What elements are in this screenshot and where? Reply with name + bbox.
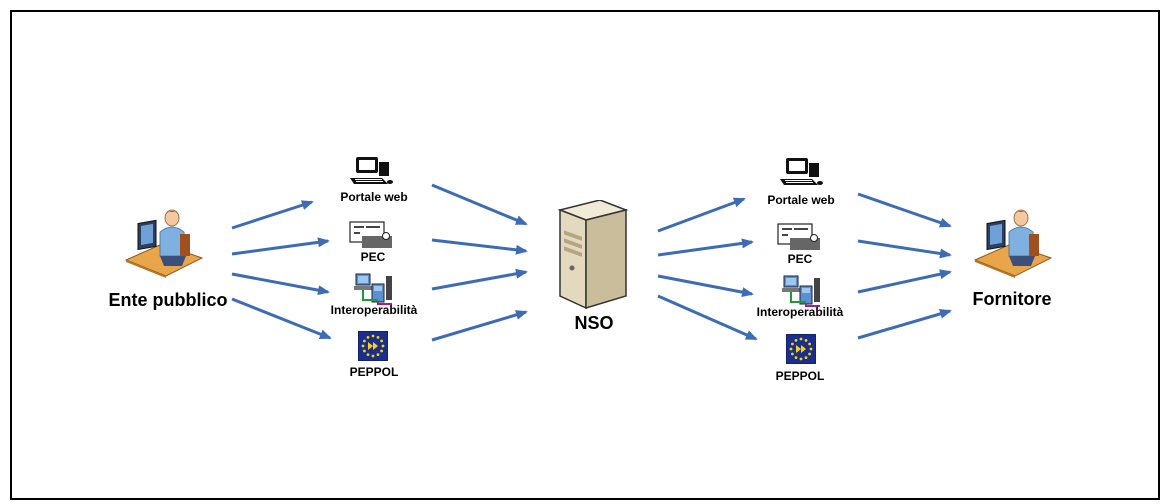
arrow-nso-to-peppol — [657, 294, 758, 341]
arrow-ente-to-interop — [231, 272, 330, 296]
left-channel-label: Interoperabilità — [330, 303, 418, 317]
hub-label: NSO — [574, 313, 614, 333]
arrow-ente-to-pec — [231, 237, 330, 256]
arrow-ente-to-portale — [231, 200, 314, 230]
certified-email-icon — [349, 221, 393, 249]
left-channel-label: Portale web — [340, 190, 408, 204]
arrow-interop-to-fornitore — [857, 269, 952, 294]
eu-flag-icon — [358, 331, 388, 361]
right-channel-label: PEPPOL — [775, 369, 825, 383]
arrow-portale-to-fornitore — [857, 192, 952, 228]
arrow-peppol-to-nso — [431, 310, 528, 342]
person-at-computer-icon — [974, 209, 1052, 278]
person-at-computer-icon — [125, 209, 203, 278]
right-channel-label: PEC — [787, 252, 813, 266]
arrow-ente-to-peppol — [231, 297, 332, 340]
arrow-nso-to-pec — [657, 238, 754, 257]
arrow-pec-to-fornitore — [857, 239, 952, 259]
arrow-portale-to-nso — [431, 183, 528, 226]
right-channel-label: Portale web — [767, 193, 835, 207]
arrow-peppol-to-fornitore — [857, 309, 952, 340]
arrow-nso-to-interop — [657, 274, 754, 298]
left-channel-label: PEPPOL — [349, 365, 399, 379]
eu-flag-icon — [786, 334, 816, 364]
arrow-pec-to-nso — [431, 238, 528, 255]
arrow-nso-to-portale — [657, 197, 746, 233]
server-tower-icon — [559, 200, 627, 309]
left-channel-label: PEC — [360, 250, 386, 264]
web-portal-computer-icon — [350, 157, 393, 184]
network-computers-icon — [781, 275, 821, 307]
right-actor-label: Fornitore — [972, 289, 1052, 309]
arrow-interop-to-nso — [431, 268, 528, 291]
web-portal-computer-icon — [780, 158, 823, 185]
right-channel-label: Interoperabilità — [756, 305, 844, 319]
certified-email-icon — [777, 223, 821, 251]
network-computers-icon — [353, 273, 393, 305]
left-actor-label: Ente pubblico — [108, 290, 228, 310]
